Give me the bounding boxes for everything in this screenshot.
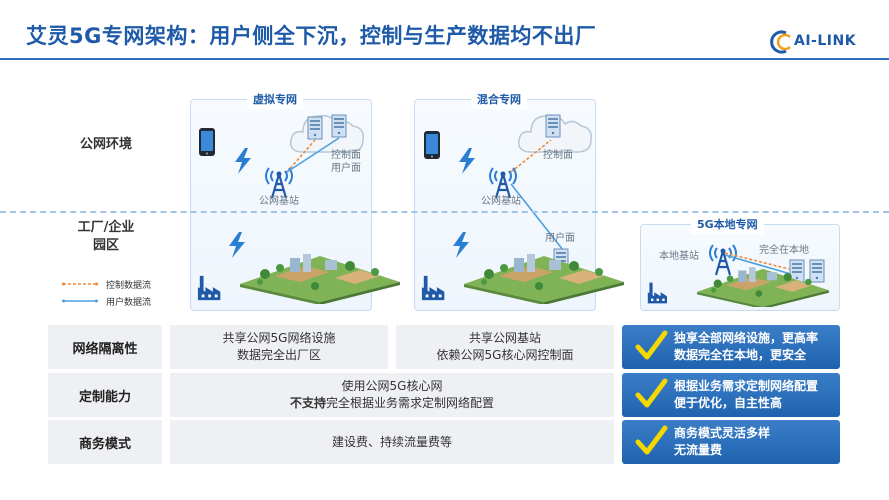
factory-icon — [197, 274, 225, 302]
zone-label-public: 公网环境 — [79, 137, 132, 152]
cell-line: 数据完全出厂区 — [236, 348, 321, 362]
factory-icon — [647, 281, 671, 305]
local-base-station-label: 本地基站 — [659, 251, 699, 262]
highlight-line: 独享全部网络设施，更高率 — [674, 331, 819, 345]
zone-divider — [0, 211, 889, 213]
row-label-isolation: 网络隔离性 — [48, 325, 162, 369]
cell-customization: 使用公网5G核心网 不支持完全根据业务需求定制网络配置 — [170, 373, 614, 417]
highlight-isolation: 独享全部网络设施，更高率 数据完全在本地，更安全 — [622, 325, 840, 369]
panel-tag-local: 5G本地专网 — [691, 216, 764, 234]
user-plane-label: 用户面 — [545, 233, 575, 244]
page-title: 艾灵5G专网架构：用户侧全下沉，控制与生产数据均不出厂 — [26, 24, 597, 48]
cell-line: 建设费、持续流量费等 — [331, 434, 452, 449]
base-station-label: 公网基站 — [259, 196, 299, 207]
highlight-line: 数据完全在本地，更安全 — [674, 348, 807, 362]
factory-icon — [421, 274, 449, 302]
highlight-business: 商务模式灵活多样 无流量费 — [622, 420, 840, 464]
user-plane-label: 用户面 — [331, 163, 361, 174]
ai-link-logo: AI-LINK — [768, 28, 883, 58]
cell-line: 共享公网基站 — [468, 331, 541, 345]
row-label-customization: 定制能力 — [48, 373, 162, 417]
cell-line: 不支持完全根据业务需求定制网络配置 — [290, 395, 494, 412]
panel-local-network: 5G本地专网 本地基站 完全在本地 — [640, 216, 840, 311]
checkmark-icon — [634, 377, 668, 411]
cell-hybrid-isolation: 共享公网基站 依赖公网5G核心网控制面 — [396, 325, 614, 369]
logo-mark-icon — [770, 30, 791, 54]
cell-virtual-isolation: 共享公网5G网络设施 数据完全出厂区 — [170, 325, 388, 369]
industrial-park-illustration — [693, 257, 833, 307]
panel-hybrid-network: 混合专网 公网基站 控制面 用户面 — [414, 91, 596, 311]
cell-line: 依赖公网5G核心网控制面 — [436, 348, 574, 362]
data-flow-lines — [286, 137, 340, 173]
row-label-business: 商务模式 — [48, 420, 162, 464]
zone-label-factory: 工厂/企业 园区 — [58, 219, 154, 255]
legend-user-label: 用户数据流 — [106, 298, 152, 308]
panel-tag-hybrid: 混合专网 — [471, 91, 527, 109]
title-rule — [0, 58, 889, 60]
highlight-customization: 根据业务需求定制网络配置 便于优化，自主性高 — [622, 373, 840, 417]
highlight-line: 根据业务需求定制网络配置 — [674, 379, 819, 393]
data-flow-lines — [510, 139, 564, 251]
base-station-label: 公网基站 — [481, 196, 521, 207]
cell-line: 使用公网5G核心网 — [341, 379, 443, 393]
control-plane-label: 控制面 — [331, 150, 361, 161]
not-supported-bold: 不支持 — [289, 396, 326, 410]
highlight-line: 便于优化，自主性高 — [674, 396, 783, 410]
legend-user-line — [62, 299, 98, 303]
cell-line-rest: 完全根据业务需求定制网络配置 — [326, 396, 495, 410]
panel-tag-virtual: 虚拟专网 — [247, 91, 303, 109]
panel-virtual-network: 虚拟专网 公网基站 控制面 用户面 — [190, 91, 372, 311]
logo-text: AI-LINK — [794, 33, 857, 49]
legend-control-label: 控制数据流 — [106, 281, 152, 291]
industrial-park-illustration — [235, 240, 405, 304]
highlight-line: 商务模式灵活多样 — [674, 426, 771, 440]
industrial-park-illustration — [459, 240, 629, 304]
cell-line: 共享公网5G网络设施 — [222, 331, 336, 345]
highlight-line: 无流量费 — [674, 443, 723, 457]
legend-control-line — [62, 282, 98, 286]
cell-business: 建设费、持续流量费等 — [170, 420, 614, 464]
control-plane-label: 控制面 — [543, 150, 573, 161]
checkmark-icon — [634, 329, 668, 363]
zone-label-factory-line2: 园区 — [92, 238, 119, 253]
local-core-label: 完全在本地 — [759, 245, 809, 256]
checkmark-icon — [634, 424, 668, 458]
zone-label-factory-line1: 工厂/企业 — [77, 220, 135, 235]
